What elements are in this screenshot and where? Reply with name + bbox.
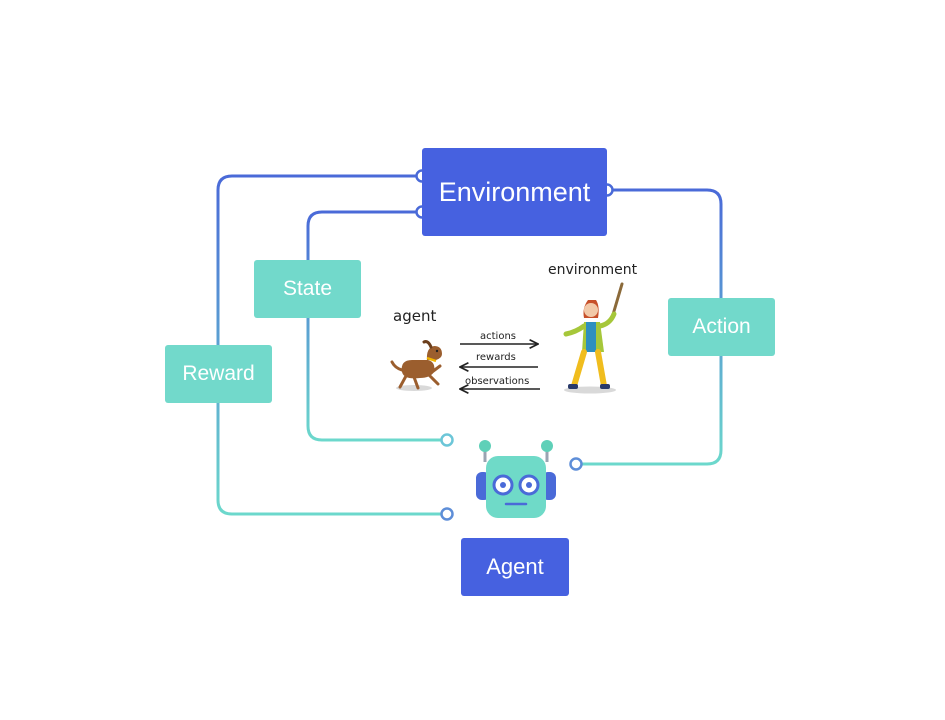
dog-icon (390, 340, 442, 391)
inset-observations-label: observations (465, 376, 530, 387)
action-label: Action (692, 315, 751, 338)
action-box: Action (668, 298, 775, 356)
inset-actions-label: actions (480, 331, 516, 342)
inset-environment-caption: environment (548, 262, 638, 278)
inset-agent-caption: agent (393, 307, 437, 325)
agent-port-reward (440, 507, 454, 521)
state-wire (306, 210, 446, 442)
agent-box: Agent (461, 538, 569, 596)
reward-label: Reward (182, 362, 255, 385)
agent-label: Agent (486, 554, 544, 579)
person-icon (563, 282, 624, 394)
agent-port-state (440, 433, 454, 447)
agent-port-action (569, 457, 583, 471)
environment-box: Environment (422, 148, 607, 236)
inset-rewards-label: rewards (476, 352, 516, 363)
state-label: State (282, 277, 333, 300)
reward-box: Reward (165, 345, 272, 403)
robot-icon (476, 440, 556, 518)
state-box: State (254, 260, 361, 318)
environment-label: Environment (438, 176, 591, 207)
